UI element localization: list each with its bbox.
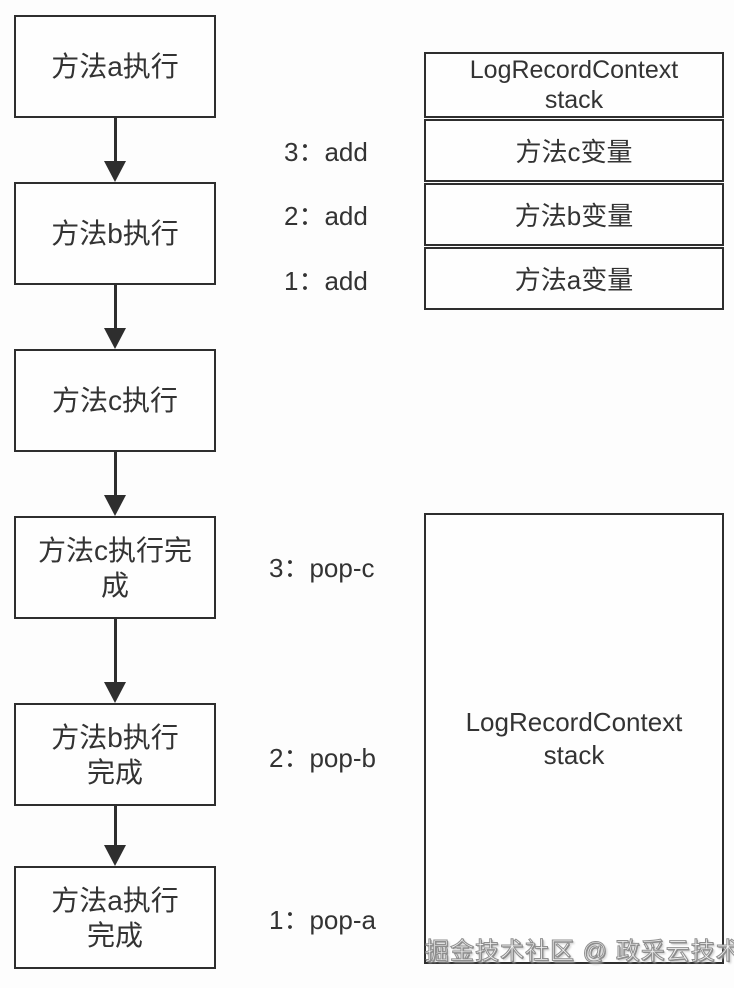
stack-title-line2: stack	[543, 739, 605, 770]
flow-box-method-c-run: 方法c执行	[14, 349, 216, 452]
stack-cell-method-c-vars: 方法c变量	[424, 119, 724, 182]
down-arrow-icon	[103, 452, 127, 516]
step-label-add-1: 1：add	[284, 266, 368, 296]
stack-empty: LogRecordContext stack	[424, 513, 724, 964]
step-label-add-2: 2：add	[284, 201, 368, 231]
arrow-stem	[113, 118, 117, 161]
watermark-text: 掘金技术社区 @ 政采云技术	[425, 938, 734, 966]
flow-box-label: 方法b执行完成	[51, 721, 179, 788]
stack-title: LogRecordContext stack	[424, 52, 724, 118]
stack-cell-method-a-vars: 方法a变量	[424, 247, 724, 310]
arrow-stem	[113, 806, 117, 845]
flow-box-label: 方法c执行	[51, 385, 178, 416]
flow-box-label: 方法a执行	[51, 51, 179, 82]
stack-title-line1: LogRecordContext	[469, 55, 679, 84]
stack-title-line1: LogRecordContext	[465, 707, 683, 737]
arrow-stem	[113, 285, 117, 328]
arrow-head	[104, 328, 126, 349]
arrow-head	[104, 495, 126, 516]
flow-box-method-a-run: 方法a执行	[14, 15, 216, 118]
down-arrow-icon	[103, 285, 127, 349]
arrow-stem	[113, 452, 117, 495]
step-label-pop-a: 1：pop-a	[269, 905, 376, 935]
down-arrow-icon	[103, 118, 127, 182]
flow-box-label: 方法b执行	[51, 218, 179, 249]
arrow-head	[104, 682, 126, 703]
flow-box-label: 方法c执行完成	[38, 534, 193, 601]
flow-box-method-c-done: 方法c执行完成	[14, 516, 216, 619]
down-arrow-icon	[103, 619, 127, 703]
flow-box-method-b-run: 方法b执行	[14, 182, 216, 285]
step-label-pop-b: 2：pop-b	[269, 743, 376, 773]
stack-title-line2: stack	[544, 86, 604, 114]
down-arrow-icon	[103, 806, 127, 866]
arrow-stem	[113, 619, 117, 682]
step-label-pop-c: 3：pop-c	[269, 553, 375, 583]
flow-box-method-a-done: 方法a执行完成	[14, 866, 216, 969]
flow-box-label: 方法a执行完成	[51, 884, 179, 951]
arrow-head	[104, 161, 126, 182]
stack-filled: LogRecordContext stack 方法c变量 方法b变量 方法a变量	[424, 52, 724, 310]
flow-box-method-b-done: 方法b执行完成	[14, 703, 216, 806]
stack-cell-method-b-vars: 方法b变量	[424, 183, 724, 246]
step-label-add-3: 3：add	[284, 137, 368, 167]
arrow-head	[104, 845, 126, 866]
